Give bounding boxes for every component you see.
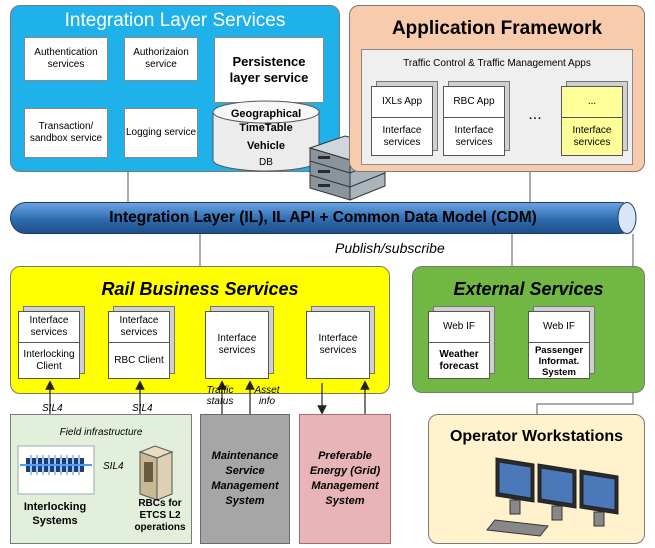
rail-business-services-title: Rail Business Services [101, 279, 299, 299]
rbc-client-interface-services: Interface services [109, 312, 169, 343]
passenger-information-card: Web IF Passenger Informat. System [528, 311, 590, 379]
sil4-label-right: SIL4 [132, 403, 153, 414]
persistence-layer-service-box: Persistence layer service [214, 37, 324, 103]
field-infrastructure-title: Field infrastructure [59, 427, 143, 438]
db-label-vehicle: Vehicle [247, 140, 285, 152]
db-label-geographical: Geographical [230, 108, 302, 120]
more-apps-card: ... Interface services [561, 86, 623, 156]
publish-subscribe-label: Publish/subscribe [335, 240, 445, 256]
rbcs-label: RBCs for ETCS L2 operations [134, 498, 186, 533]
ixls-app-label: IXLs App [372, 87, 432, 118]
ixls-app-card: IXLs App Interface services [371, 86, 433, 156]
transaction-sandbox-service-box: Transaction/ sandbox service [24, 108, 108, 158]
more-apps-label: ... [562, 87, 622, 118]
field-sil4-label: SIL4 [103, 461, 124, 472]
apps-ellipsis: ... [528, 106, 542, 123]
interlocking-client-label: Interlocking Client [23, 349, 75, 372]
rbc-app-card: RBC App Interface services [443, 86, 505, 156]
energy-interface-card: Interface services [306, 311, 370, 379]
rbc-interface-services: Interface services [454, 125, 494, 148]
integration-layer-bus: Integration Layer (IL), IL API + Common … [10, 202, 636, 234]
ixls-interface-services: Interface services [382, 125, 422, 148]
interlocking-client-card: Interface services Interlocking Client [18, 311, 80, 379]
authentication-services-box: Authentication services [24, 37, 108, 81]
logging-service-box: Logging service [124, 108, 198, 158]
traffic-status-label: Traffic status [206, 385, 234, 407]
more-interface-services: Interface services [572, 125, 612, 148]
traffic-apps-subtitle: Traffic Control & Traffic Management App… [403, 58, 591, 69]
db-label-db: DB [259, 157, 273, 168]
rbc-client-label: RBC Client [114, 355, 164, 366]
interlocking-systems-label: Interlocking Systems [23, 501, 87, 527]
rbc-app-label: RBC App [444, 87, 504, 118]
passenger-information-label: Passenger Informat. System [534, 344, 584, 378]
external-services-title: External Services [453, 279, 604, 299]
passenger-web-if: Web IF [529, 312, 589, 343]
weather-web-if: Web IF [429, 312, 489, 343]
application-framework-title: Application Framework [391, 18, 603, 39]
maintenance-service-box: Maintenance Service Management System [200, 414, 290, 544]
rbc-client-card: Interface services RBC Client [108, 311, 170, 379]
maintenance-interface-card: Interface services [205, 311, 269, 379]
operator-workstations-title: Operator Workstations [449, 428, 624, 445]
integration-layer-services-title: Integration Layer Services [64, 10, 286, 31]
weather-forecast-card: Web IF Weather forecast [428, 311, 490, 379]
authorization-service-box: Authorizaion service [124, 37, 198, 81]
interlocking-interface-services: Interface services [19, 312, 79, 343]
weather-forecast-label: Weather forecast [439, 349, 479, 372]
energy-management-box: Preferable Energy (Grid) Management Syst… [299, 414, 391, 544]
sil4-label-left: SIL4 [42, 403, 63, 414]
db-label-timetable: TimeTable [239, 122, 293, 134]
asset-info-label: Asset info [254, 385, 280, 407]
